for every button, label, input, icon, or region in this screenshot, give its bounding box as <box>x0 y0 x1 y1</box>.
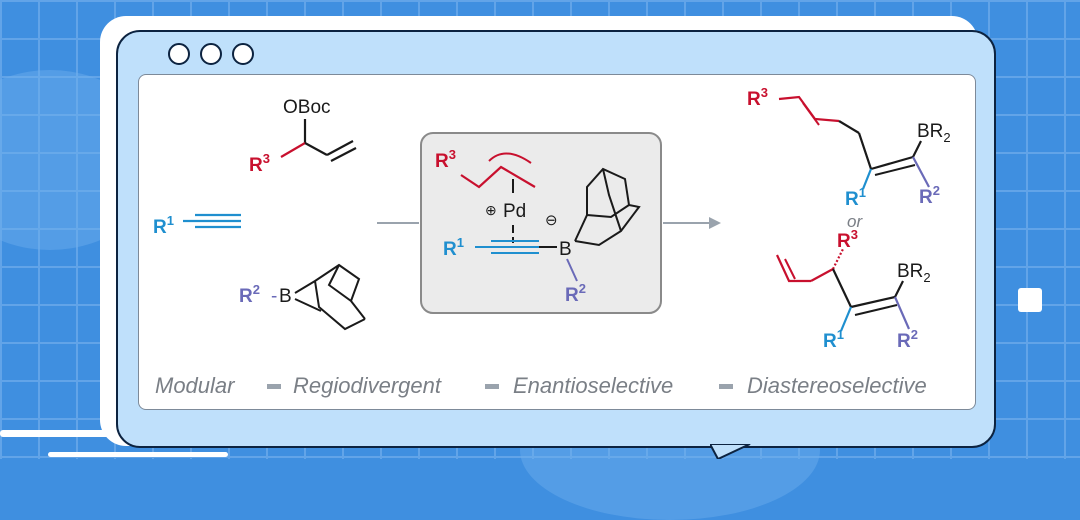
r2-label: R2 <box>239 282 260 307</box>
tagline-word-diastereoselective: Diastereoselective <box>747 373 927 398</box>
decor-line-1 <box>0 430 112 437</box>
dash-label: - <box>271 286 277 307</box>
tagline-word-modular: Modular <box>155 373 236 398</box>
scheme-panel: OBoc R3 R1 <box>138 74 976 410</box>
speech-bubble-tail <box>710 444 751 459</box>
prod1-double-bond <box>802 102 820 126</box>
int-boron-label: B <box>559 239 572 260</box>
prod2-r3-label: R3 <box>837 227 858 252</box>
bond <box>912 156 930 188</box>
prod2-r2-label: R2 <box>897 327 918 352</box>
bond <box>326 140 354 156</box>
window-minimize-button[interactable] <box>200 43 222 65</box>
or-label: or <box>847 212 863 231</box>
product-top: R3 BR2 R1 R2 <box>747 85 951 210</box>
decor-square <box>1018 288 1042 312</box>
prod2-vinyl <box>776 254 811 283</box>
bond <box>854 304 898 316</box>
bbn-cage <box>294 263 366 331</box>
prod2-hashed-bond <box>832 248 844 270</box>
app-window: OBoc R3 R1 <box>116 30 996 448</box>
intermediate-box: R3 ⊕ Pd R1 ⊖ B <box>420 132 662 314</box>
int-bbn-cage <box>574 167 641 247</box>
boron-label: B <box>279 286 292 307</box>
prod1-r2-label: R2 <box>919 183 940 208</box>
window-maximize-button[interactable] <box>232 43 254 65</box>
terminal-alkyne: R1 <box>153 213 241 238</box>
prod2-boryl-label: BR2 <box>897 261 931 285</box>
allylic-carbonate: OBoc R3 <box>249 97 357 176</box>
prod1-chain <box>778 95 840 123</box>
bond <box>870 155 914 171</box>
boron-charge: ⊖ <box>545 212 558 229</box>
tagline-separator <box>485 384 499 389</box>
bond <box>280 142 306 158</box>
bond <box>857 132 873 170</box>
tagline-word-enantioselective: Enantioselective <box>513 373 673 398</box>
tagline: Modular Regiodivergent Enantioselective … <box>155 373 927 398</box>
allyl-delocalization <box>488 152 532 164</box>
prod2-vinyl-double <box>784 258 796 280</box>
bond <box>304 142 328 156</box>
arrow-head <box>709 217 721 229</box>
int-r1-label: R1 <box>443 235 464 260</box>
bond <box>912 140 922 158</box>
tagline-word-regiodivergent: Regiodivergent <box>293 373 442 398</box>
bond <box>810 268 834 282</box>
intermediate-frame <box>420 132 662 314</box>
prod2-r1-label: R1 <box>823 327 844 352</box>
r1-label: R1 <box>153 213 174 238</box>
r3-label: R3 <box>249 151 270 176</box>
reaction-scheme: OBoc R3 R1 <box>153 85 951 398</box>
bond <box>330 147 357 162</box>
bond <box>894 280 904 298</box>
bond <box>861 168 873 190</box>
pd-charge: ⊕ <box>485 202 497 218</box>
bond <box>850 295 896 309</box>
allyl-chain <box>460 165 536 189</box>
decor-line-2 <box>48 452 228 457</box>
bond <box>838 120 860 134</box>
prod1-boryl-label: BR2 <box>917 121 951 145</box>
tagline-separator <box>719 384 733 389</box>
bond <box>893 296 911 330</box>
bond <box>832 268 852 308</box>
window-close-button[interactable] <box>168 43 190 65</box>
bond <box>874 164 916 176</box>
arrow-right <box>663 217 721 229</box>
bond <box>566 258 578 282</box>
prod1-r1-label: R1 <box>845 185 866 210</box>
product-bottom: R3 BR2 R1 R2 <box>776 227 931 352</box>
tail-shape <box>710 444 751 459</box>
borane-9bbn: R2 - B <box>239 263 366 331</box>
allyl-r3-label: R3 <box>435 147 456 172</box>
prod1-r3-label: R3 <box>747 85 768 110</box>
int-r2-label: R2 <box>565 281 586 306</box>
bond <box>839 306 853 332</box>
oboc-label: OBoc <box>283 97 331 118</box>
tagline-separator <box>267 384 281 389</box>
pd-label: Pd <box>503 201 526 222</box>
